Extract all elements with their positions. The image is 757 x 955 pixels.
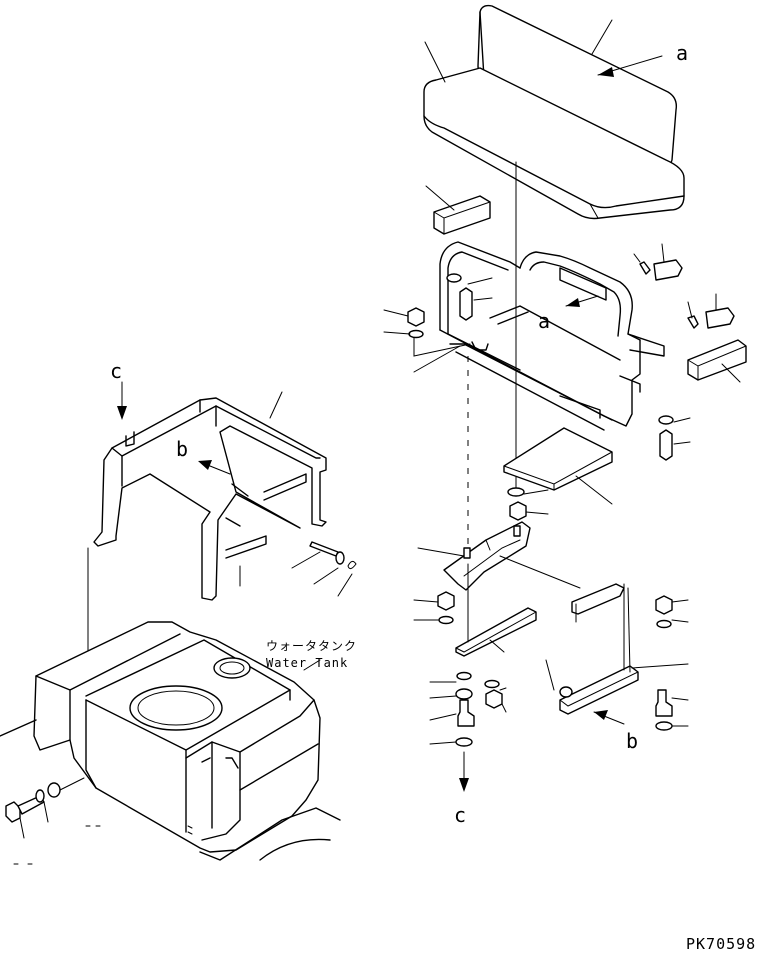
water-tank (0, 621, 341, 861)
tank-bolts (5, 782, 61, 823)
armrest-pad-left (433, 195, 491, 235)
leader-line (721, 363, 741, 383)
leader-line (43, 801, 49, 823)
leader-line (575, 475, 613, 505)
seat (423, 4, 685, 220)
label-b-left: b (176, 437, 188, 461)
pin-and-clip (309, 541, 357, 570)
base-plate (503, 427, 613, 491)
drawing-code: PK70598 (686, 935, 756, 953)
leader-line (269, 391, 283, 419)
leader-line (337, 573, 353, 597)
label-c-top: c (110, 359, 122, 383)
leader-line (19, 817, 25, 839)
leader-line (417, 547, 465, 557)
leader-line (489, 639, 505, 653)
leader-line (59, 777, 85, 791)
water-tank-label-en: Water Tank (266, 656, 348, 670)
armrest-pad-right (687, 339, 747, 381)
leader-line (424, 41, 446, 83)
label-a-top: a (676, 41, 688, 65)
rail-hardware-leaders (413, 599, 689, 745)
slide-rail-right (559, 665, 639, 715)
leader-line (187, 825, 193, 835)
leader-line (591, 19, 613, 55)
leader-line (499, 555, 581, 589)
leader-line (291, 551, 321, 569)
water-tank-label-jp: ウォータタンク (266, 639, 357, 653)
seat-frame (439, 241, 665, 431)
rail-hardware (437, 591, 673, 747)
seat-stand (93, 397, 327, 601)
seat-adjust-lever (571, 583, 631, 673)
leader-line (545, 659, 555, 691)
hardware-leaders (383, 243, 717, 515)
label-b-right: b (626, 729, 638, 753)
leader-line (425, 185, 455, 211)
leader-line (313, 567, 339, 585)
label-a-mid: a (538, 309, 550, 333)
seat-bracket (443, 521, 531, 591)
slide-rail-left (455, 607, 537, 657)
label-c-bottom: c (454, 803, 466, 827)
